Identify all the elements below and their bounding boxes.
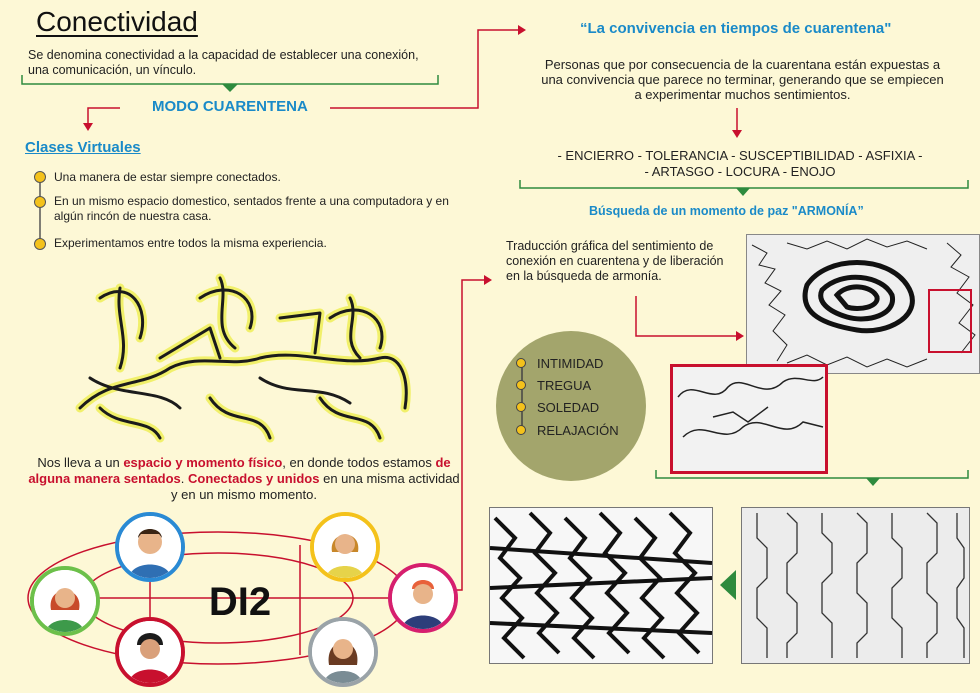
highlight-conectados: Conectados y unidos bbox=[188, 471, 320, 486]
clases-item-1: Una manera de estar siempre conectados. bbox=[54, 170, 281, 184]
traduccion-text: Traducción gráfica del sentimiento de co… bbox=[506, 239, 724, 283]
scribble-drawing bbox=[747, 235, 979, 373]
avatar bbox=[30, 566, 100, 636]
closing-text: . bbox=[180, 471, 189, 486]
quote-description: Personas que por consecuencia de la cuar… bbox=[541, 57, 944, 102]
circle-item-soledad: SOLEDAD bbox=[537, 400, 600, 415]
di2-logo: DI2 bbox=[209, 580, 271, 624]
person-icon bbox=[314, 516, 376, 578]
closing-text: Nos lleva a un bbox=[37, 455, 124, 470]
busqueda-heading: Búsqueda de un momento de paz "ARMONÍA” bbox=[589, 204, 864, 218]
feelings-line-1: - ENCIERRO - TOLERANCIA - SUSCEPTIBILIDA… bbox=[557, 148, 923, 163]
clases-item-2: En un mismo espacio domestico, sentados … bbox=[54, 194, 449, 223]
avatar bbox=[115, 512, 185, 582]
zoom-detail-image bbox=[670, 364, 828, 474]
scribble-artwork-image bbox=[746, 234, 980, 374]
avatar bbox=[388, 563, 458, 633]
circle-timeline-line bbox=[521, 362, 523, 428]
quote-heading: “La convivencia en tiempos de cuarentena… bbox=[580, 20, 892, 37]
person-icon bbox=[34, 570, 96, 632]
circle-item-tregua: TREGUA bbox=[537, 378, 592, 393]
closing-paragraph: Nos lleva a un espacio y momento físico,… bbox=[24, 455, 464, 503]
closing-text: en una misma actividad y en un mismo mom… bbox=[171, 471, 460, 502]
circle-dot bbox=[516, 425, 526, 435]
clases-virtuales-heading: Clases Virtuales bbox=[25, 139, 141, 156]
geometric-pattern-dark bbox=[490, 508, 712, 663]
person-icon bbox=[312, 621, 374, 683]
highlight-sentados: de alguna manera sentados bbox=[28, 455, 451, 486]
timeline-dot bbox=[34, 238, 46, 250]
avatar bbox=[115, 617, 185, 687]
person-icon bbox=[119, 516, 181, 578]
avatar bbox=[308, 617, 378, 687]
modo-cuarentena-heading: MODO CUARENTENA bbox=[152, 98, 308, 115]
intro-text: Se denomina conectividad a la capacidad … bbox=[28, 48, 419, 77]
person-icon bbox=[392, 567, 454, 629]
feelings-line-2: - ARTASGO - LOCURA - ENOJO bbox=[644, 164, 836, 179]
circle-dot bbox=[516, 380, 526, 390]
circle-item-intimidad: INTIMIDAD bbox=[537, 356, 604, 371]
timeline-dot bbox=[34, 171, 46, 183]
avatar bbox=[310, 512, 380, 582]
svg-text:DI2: DI2 bbox=[209, 580, 271, 624]
zoom-line-drawing bbox=[673, 367, 825, 471]
timeline-dot bbox=[34, 196, 46, 208]
page-title: Conectividad bbox=[36, 6, 198, 37]
students-line-art-illustration bbox=[75, 273, 411, 443]
geometric-dark-artwork bbox=[489, 507, 713, 664]
person-icon bbox=[119, 621, 181, 683]
clases-item-3: Experimentamos entre todos la misma expe… bbox=[54, 236, 327, 250]
highlight-espacio: espacio y momento físico bbox=[123, 455, 283, 470]
geometric-pattern-light bbox=[742, 508, 969, 663]
circle-dot bbox=[516, 402, 526, 412]
circle-item-relajacion: RELAJACIÓN bbox=[537, 423, 619, 438]
circle-dot bbox=[516, 358, 526, 368]
closing-text: , en donde todos estamos bbox=[282, 455, 436, 470]
geometric-light-artwork bbox=[741, 507, 970, 664]
